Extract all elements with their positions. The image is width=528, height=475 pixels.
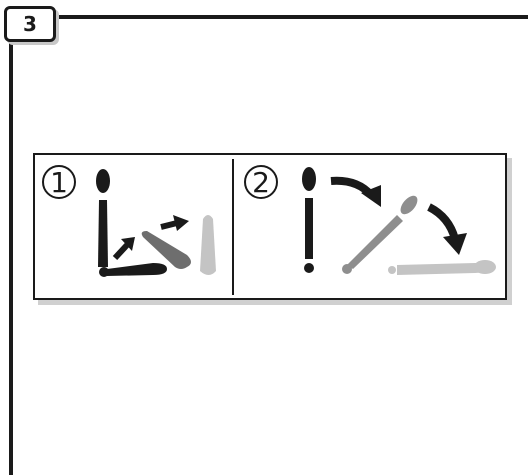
arrow-right-icon (161, 215, 189, 231)
curved-arrow-icon-1 (331, 181, 381, 207)
diagonal-bar-icon-2 (342, 193, 421, 274)
step-number-badge: 3 (4, 6, 56, 42)
curved-arrow-icon-2 (429, 207, 467, 255)
upright-bar-icon (96, 169, 110, 267)
upright-bar-icon-2 (302, 167, 316, 273)
arrow-up-right-icon (115, 237, 135, 258)
lying-bar-icon (99, 263, 167, 277)
diagram-canvas: 1 (35, 155, 509, 302)
step-marker-1: 1 (50, 166, 68, 199)
faded-lying-bar-icon (388, 260, 496, 275)
folding-diagram: 1 (33, 153, 507, 300)
panel-2: 2 (245, 166, 496, 275)
step-number: 3 (23, 12, 37, 36)
diagonal-bar-icon (142, 231, 191, 269)
panel-1: 1 (43, 166, 216, 277)
step-marker-2: 2 (252, 166, 270, 199)
faded-upright-bar-icon (200, 215, 216, 275)
